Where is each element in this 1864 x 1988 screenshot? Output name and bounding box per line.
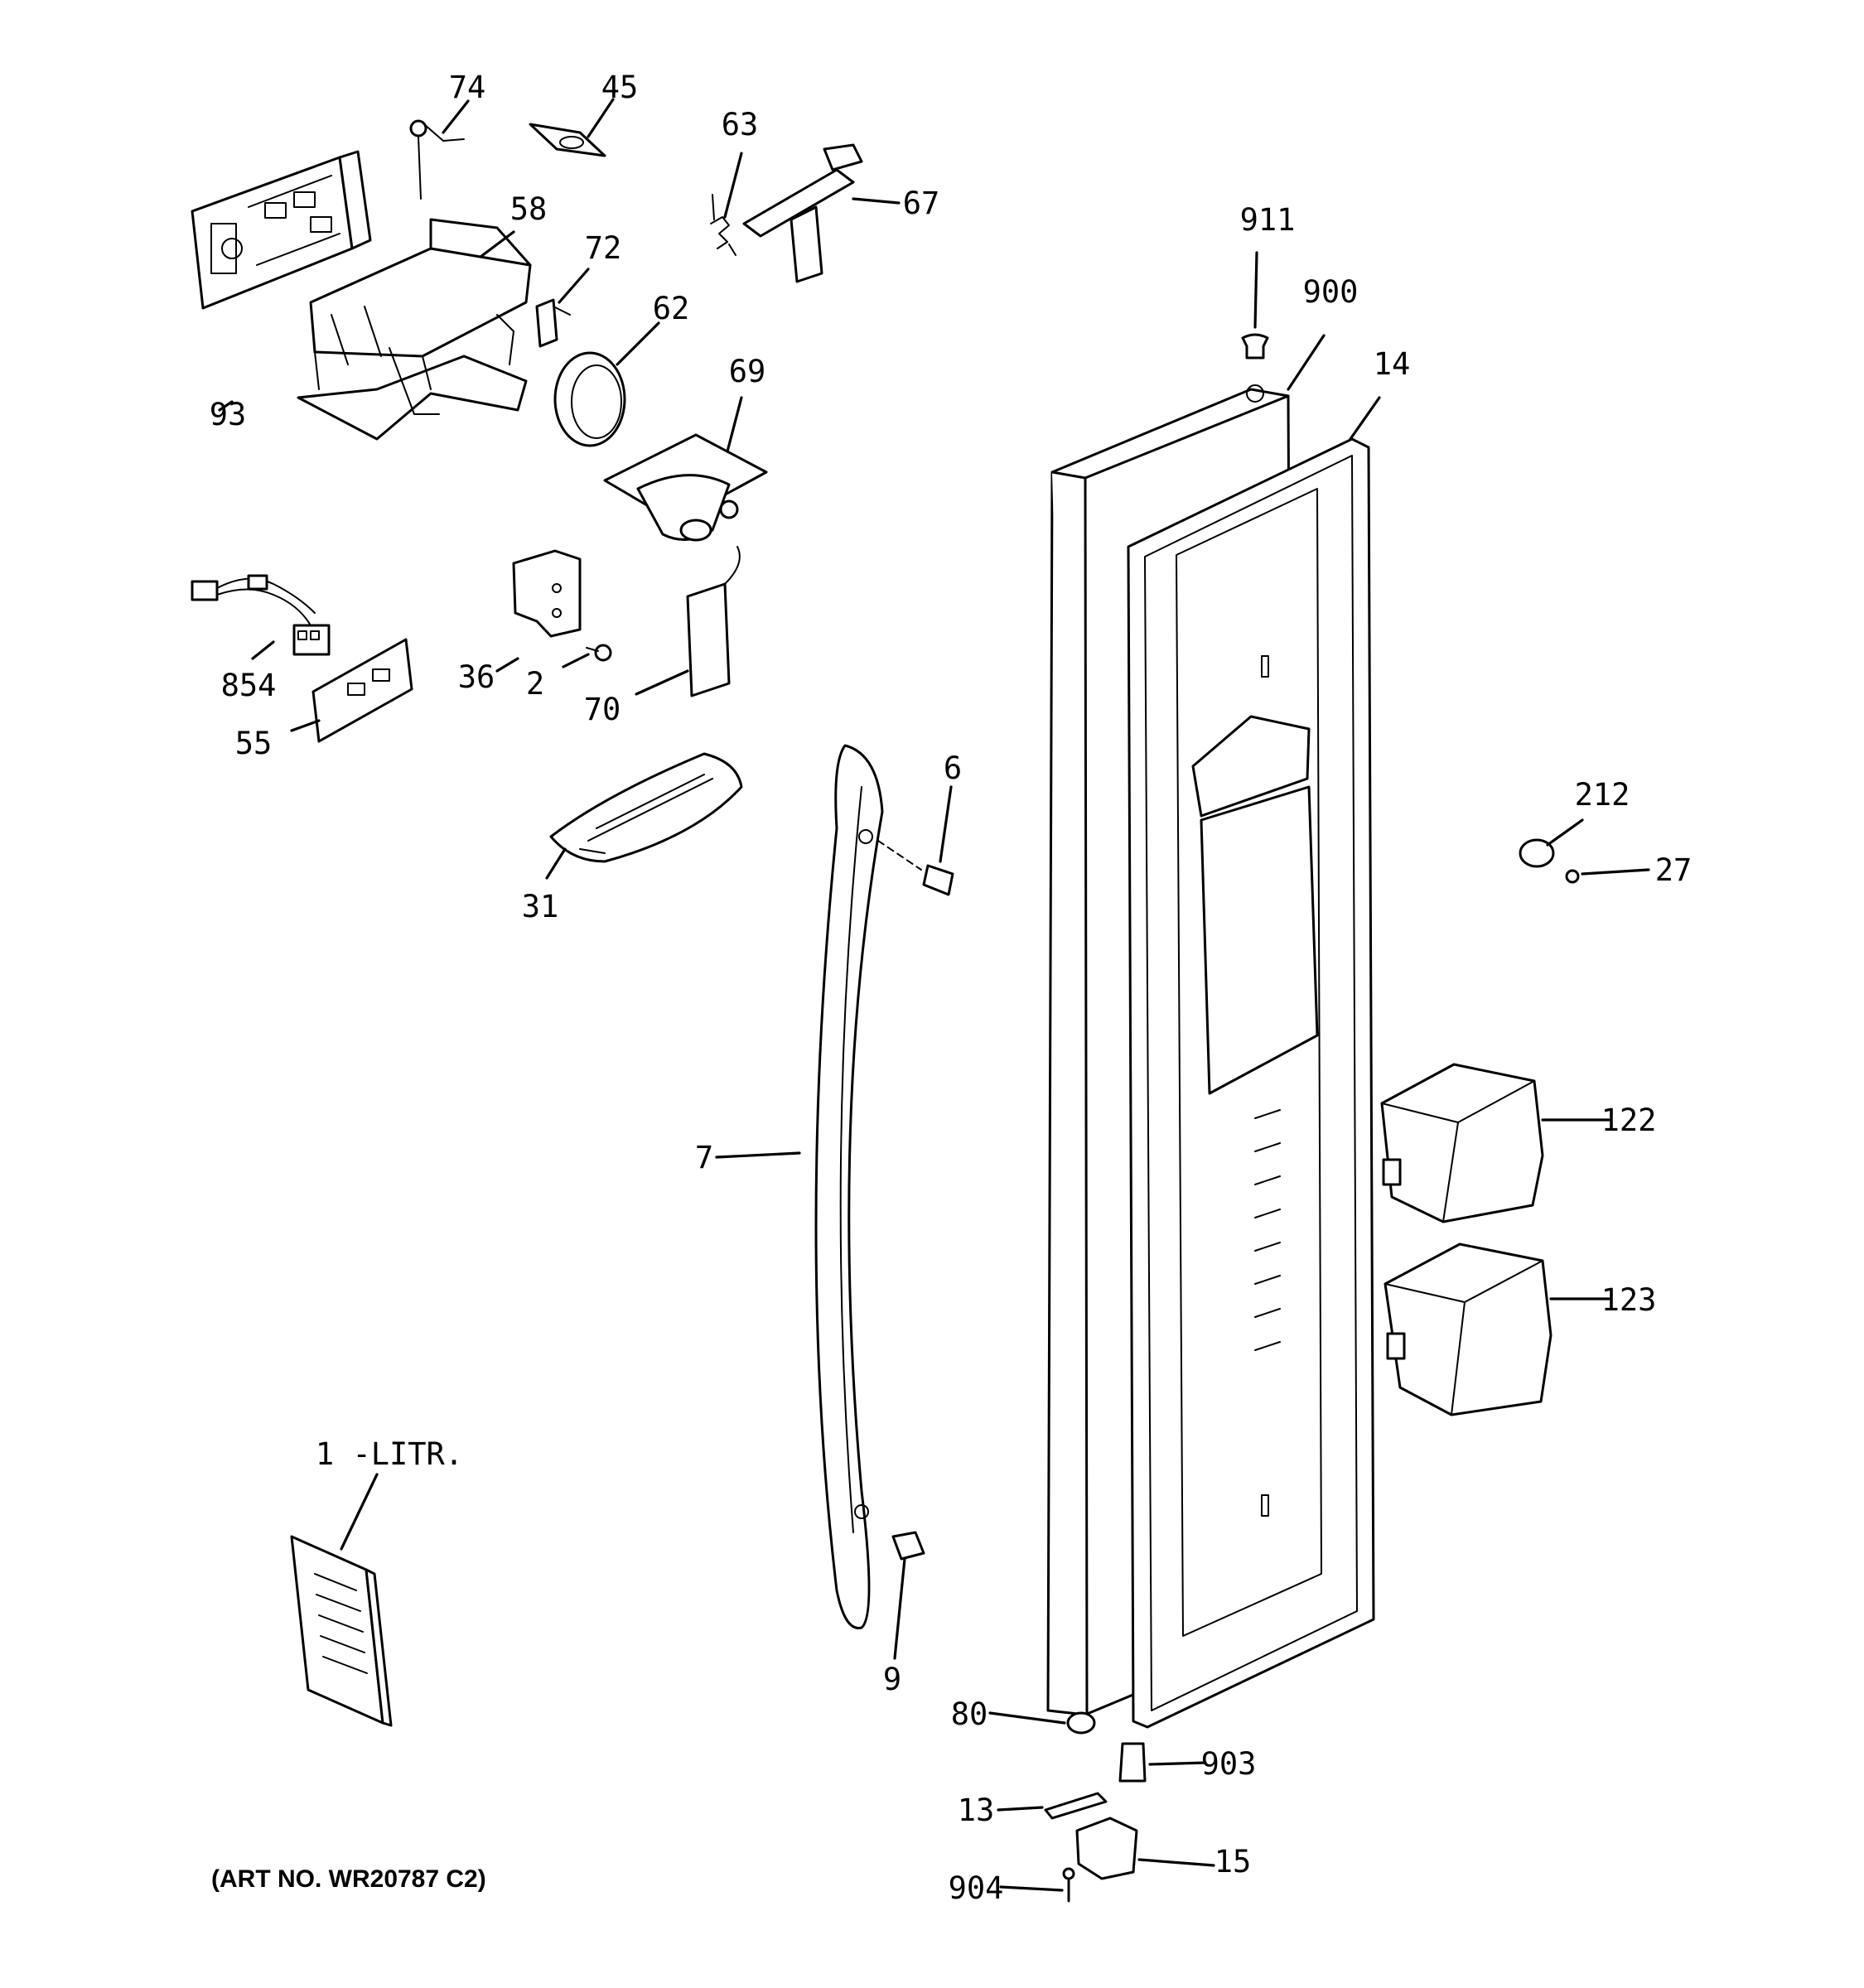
callout-45: 45 (601, 70, 639, 105)
callout-58: 58 (510, 191, 548, 227)
part-80-plug (1066, 1711, 1096, 1735)
part-9-screw (891, 1531, 925, 1561)
callout-1-litr: 1 -LITR. (316, 1436, 463, 1472)
part-7-handle (814, 744, 884, 1629)
part-58-dispenser-housing (297, 218, 532, 441)
callout-31: 31 (522, 889, 559, 924)
part-2-screw (586, 644, 612, 662)
callout-903: 903 (1201, 1746, 1257, 1782)
part-15-hinge (1075, 1817, 1138, 1880)
callout-74: 74 (449, 70, 486, 105)
callout-72: 72 (585, 230, 622, 266)
callout-122: 122 (1601, 1103, 1657, 1138)
callout-55: 55 (235, 726, 273, 761)
part-122-door-bin (1380, 1063, 1544, 1223)
callout-854: 854 (221, 668, 277, 703)
callout-6: 6 (944, 750, 962, 786)
leader-lines (218, 98, 1650, 1892)
callout-36: 36 (458, 659, 495, 695)
part-13-shim (1044, 1792, 1108, 1820)
callout-80: 80 (951, 1696, 988, 1732)
callout-123: 123 (1601, 1282, 1657, 1318)
part-36-bracket (512, 549, 582, 638)
callout-904: 904 (949, 1870, 1004, 1906)
part-55-board (311, 638, 413, 743)
part-14-door-liner (1127, 437, 1375, 1729)
callout-70: 70 (584, 692, 621, 727)
part-123-door-bin (1384, 1242, 1553, 1416)
part-904-screw (1062, 1867, 1075, 1903)
shelf-ribs (1254, 1109, 1281, 1351)
callout-27: 27 (1655, 852, 1693, 888)
part-903-hinge-pin (1118, 1742, 1147, 1783)
callout-13: 13 (958, 1793, 995, 1828)
callout-63: 63 (722, 107, 759, 142)
part-72-switch (535, 298, 571, 348)
part-911-plug (1241, 333, 1269, 359)
callout-212: 212 (1575, 777, 1630, 813)
part-6-screw (877, 840, 954, 896)
callout-69: 69 (729, 354, 766, 389)
callout-14: 14 (1374, 346, 1411, 382)
part-27-screw (1565, 869, 1580, 884)
callout-9: 9 (883, 1662, 901, 1697)
part-62-ring (553, 351, 626, 447)
part-69-funnel (603, 433, 768, 542)
callout-2: 2 (526, 666, 544, 702)
callout-15: 15 (1214, 1844, 1252, 1879)
part-212-plug (1519, 838, 1555, 868)
part-70-cover (686, 546, 741, 697)
part-93-control-board (191, 150, 372, 310)
part-45-bracket (529, 123, 606, 157)
callout-911: 911 (1240, 202, 1296, 238)
part-854-wire-harness (191, 574, 331, 656)
callout-labels: 74 45 63 67 58 72 62 93 69 911 900 14 85… (210, 70, 1693, 1906)
part-31-drip-tray (549, 752, 743, 863)
callout-62: 62 (653, 291, 690, 326)
art-number: (ART NO. WR20787 C2) (211, 1865, 486, 1893)
part-1-litr-literature (290, 1535, 393, 1727)
part-67-actuator (742, 143, 863, 283)
callout-67: 67 (903, 186, 940, 221)
callout-93: 93 (210, 397, 247, 432)
part-74-spring (409, 119, 465, 200)
callout-7: 7 (695, 1140, 713, 1175)
callout-900: 900 (1303, 274, 1359, 310)
part-63-spring (710, 194, 736, 256)
